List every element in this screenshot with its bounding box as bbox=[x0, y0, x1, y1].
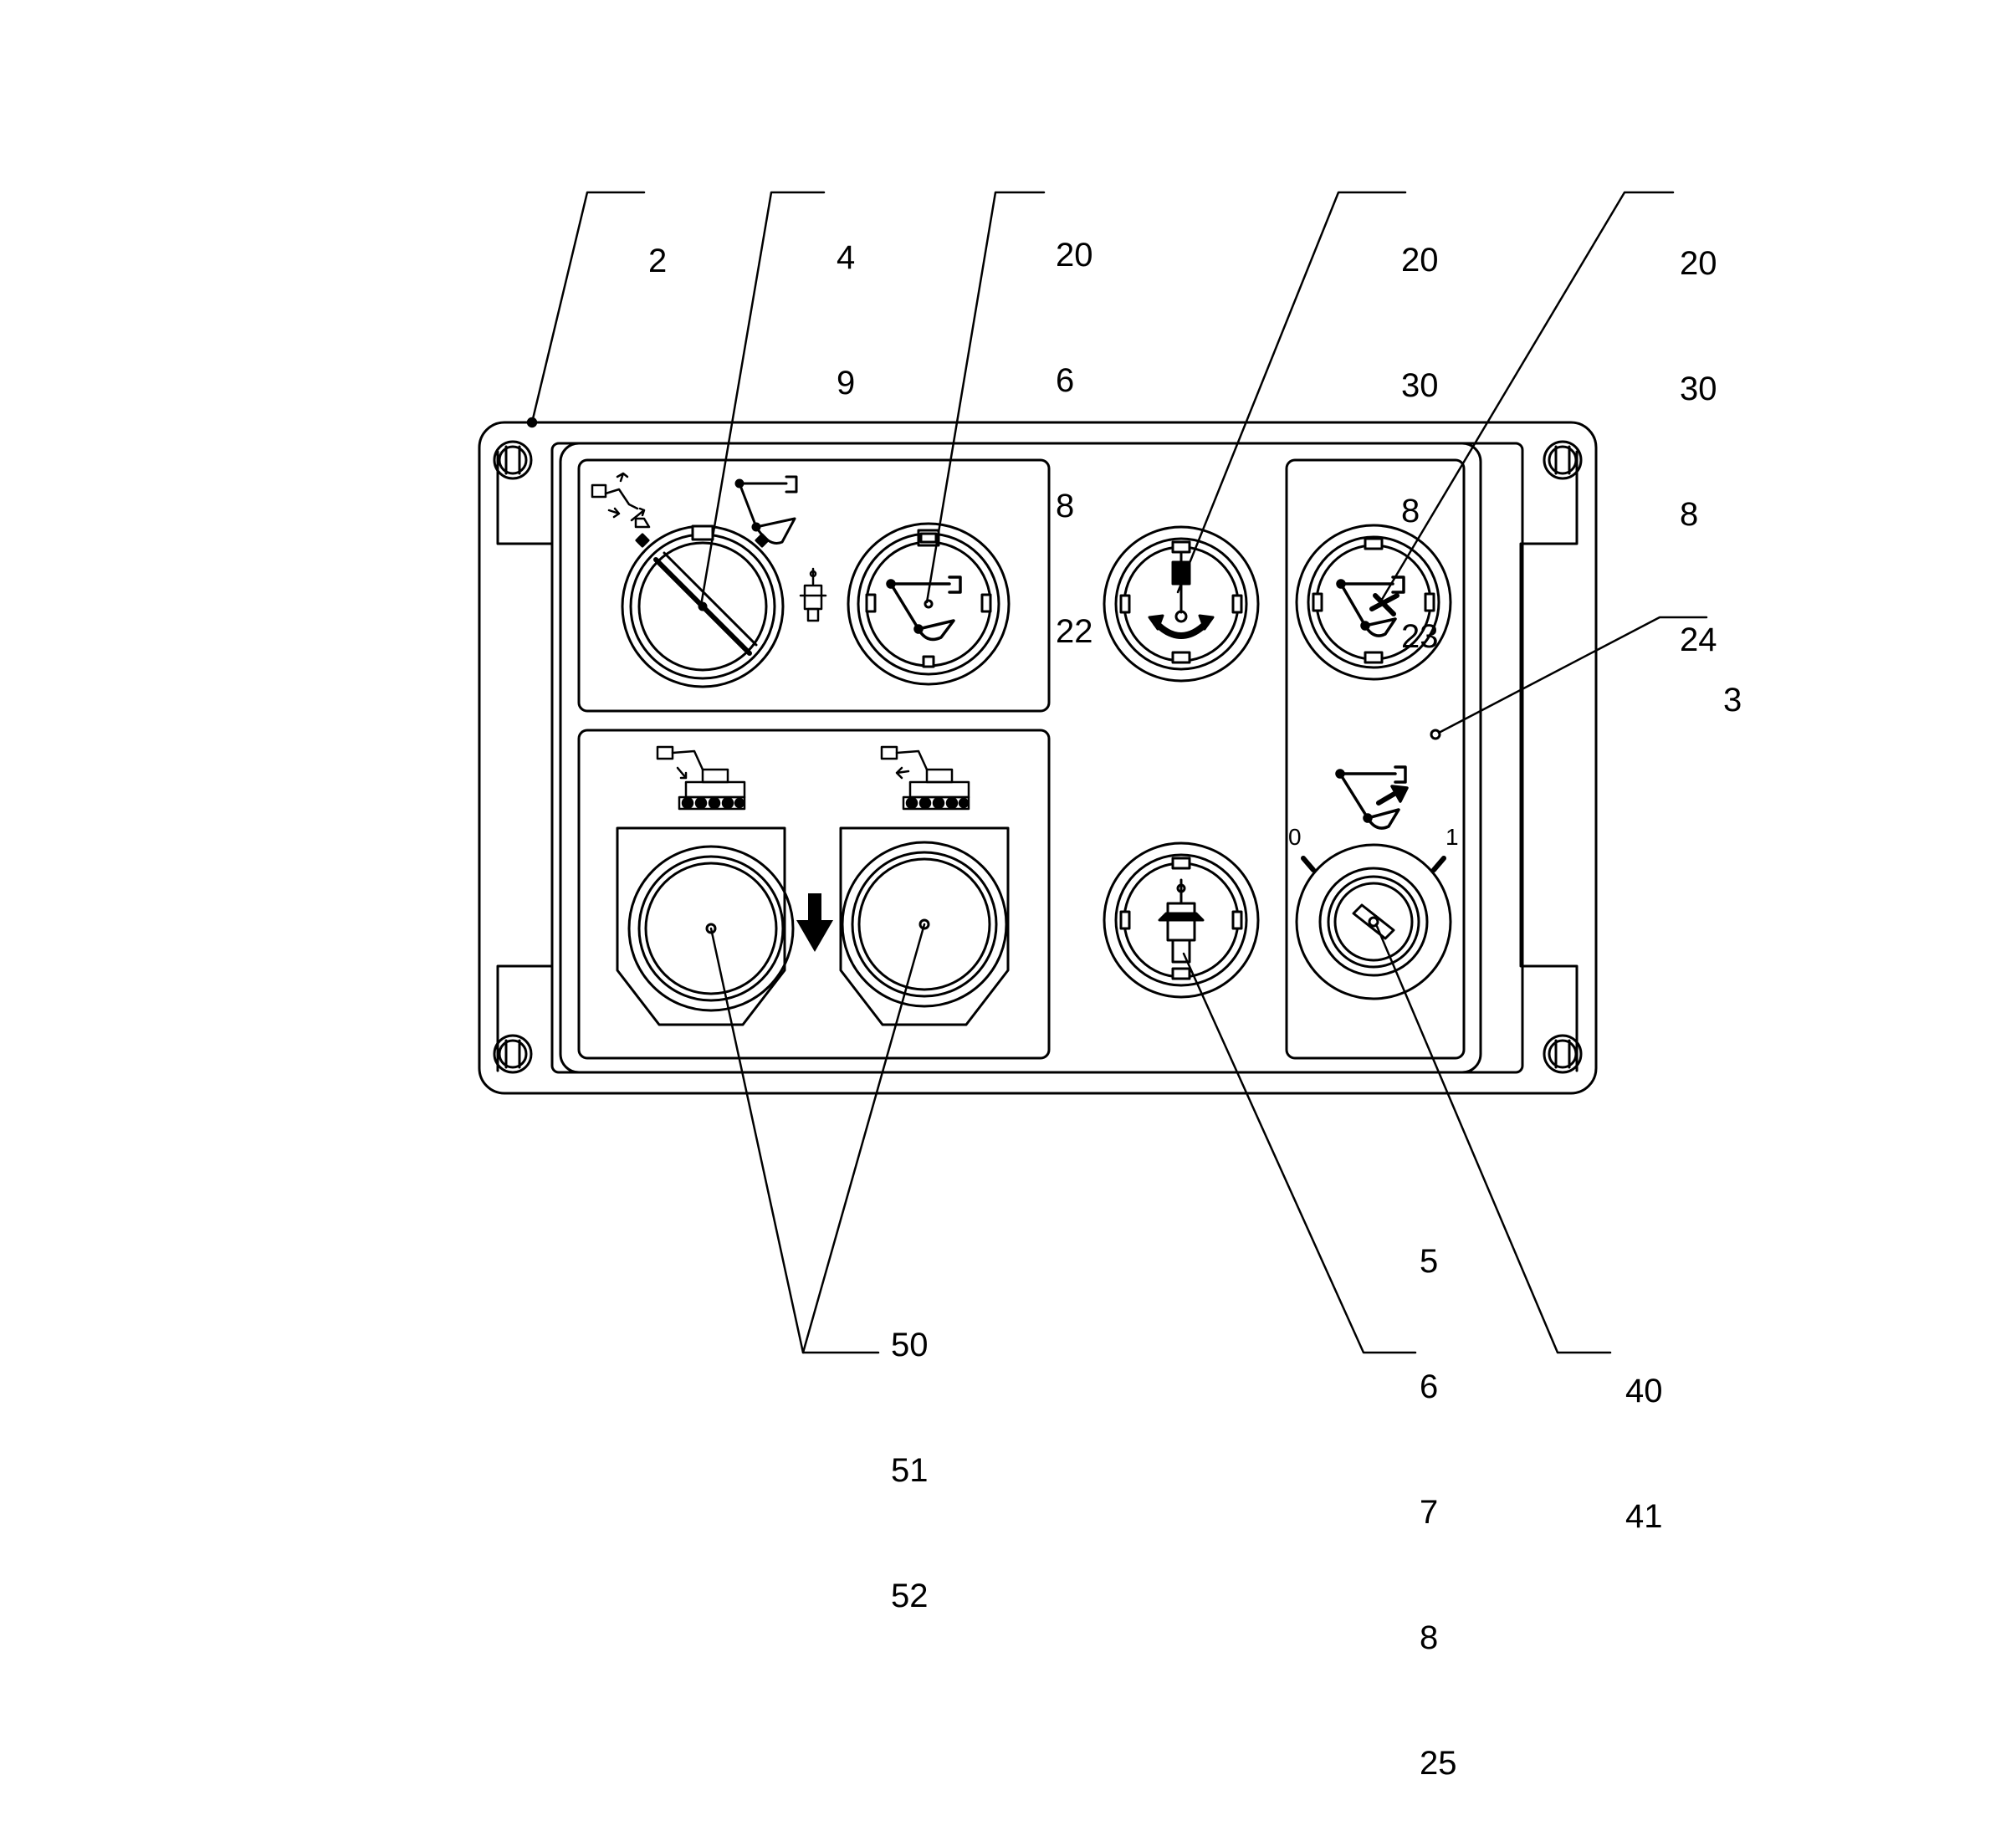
callout-5-6-7-8-25: 5 6 7 8 25 bbox=[1420, 1243, 1457, 1782]
callout-4-9: 4 9 bbox=[837, 239, 856, 402]
rotate-joystick-button-icon bbox=[1148, 550, 1215, 639]
callout-20-6-8-22: 20 6 8 22 bbox=[1056, 237, 1093, 650]
callout-3-dot bbox=[1430, 729, 1441, 740]
track-reverse-button[interactable] bbox=[839, 826, 1010, 1026]
panel-face bbox=[559, 442, 1482, 1074]
bucket-arm-button[interactable] bbox=[847, 522, 1011, 686]
excavator-arm-icon bbox=[591, 472, 651, 529]
right-subpanel bbox=[1285, 458, 1466, 1060]
callout-3: 3 bbox=[1723, 682, 1742, 719]
callout-40-41: 40 41 bbox=[1625, 1373, 1663, 1535]
callout-50-51-52: 50 51 52 bbox=[891, 1327, 929, 1614]
screw-icon bbox=[493, 440, 533, 480]
callout-20-30-8-23: 20 30 8 23 bbox=[1401, 242, 1439, 655]
joystick-button-icon bbox=[1158, 878, 1205, 964]
screw-icon bbox=[493, 1034, 533, 1074]
bucket-arm-button-icon bbox=[886, 575, 962, 642]
key-switch-label-off: 0 bbox=[1288, 824, 1302, 850]
mode-selector-knob[interactable] bbox=[621, 524, 785, 688]
joystick-button[interactable] bbox=[1103, 841, 1260, 999]
upper-left-subpanel bbox=[577, 458, 1051, 713]
callout-20-30-8-24: 20 30 8 24 bbox=[1680, 245, 1717, 658]
track-forward-button[interactable] bbox=[616, 826, 795, 1026]
panel-flange-right bbox=[1519, 450, 1579, 1072]
callout-2: 2 bbox=[648, 243, 668, 279]
key-switch[interactable] bbox=[1295, 843, 1452, 1000]
screw-icon bbox=[1543, 1034, 1583, 1074]
excavator-arm-icon bbox=[734, 475, 798, 545]
bucket-disable-button[interactable] bbox=[1295, 524, 1452, 681]
excavator-track-forward-icon bbox=[656, 745, 746, 811]
key-switch-label-on: 1 bbox=[1445, 824, 1459, 850]
screw-icon bbox=[1543, 440, 1583, 480]
excavator-track-reverse-icon bbox=[880, 745, 970, 811]
panel-flange-left bbox=[496, 450, 554, 1072]
control-panel-drawing: 0 1 bbox=[478, 191, 1708, 1354]
bucket-tilt-icon bbox=[1335, 765, 1409, 830]
bucket-disable-button-icon bbox=[1336, 575, 1405, 637]
leader-lines bbox=[526, 191, 1708, 1354]
down-arrow-icon bbox=[796, 893, 833, 952]
panel-housing bbox=[478, 421, 1598, 1095]
lower-left-subpanel bbox=[577, 729, 1051, 1060]
joystick-small-icon bbox=[799, 567, 827, 622]
